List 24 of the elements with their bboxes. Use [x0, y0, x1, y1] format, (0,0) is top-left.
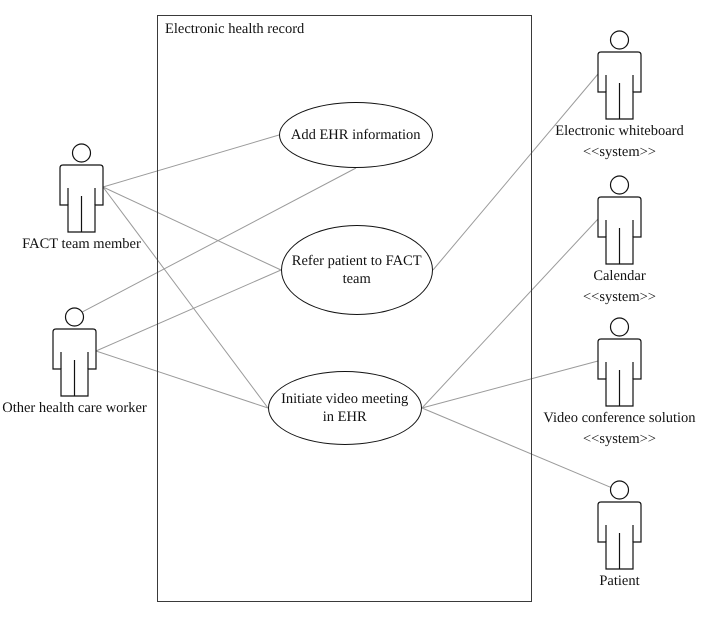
association-line — [102, 186, 268, 408]
use-case-label: Initiate video meeting in EHR — [280, 390, 410, 426]
actor-name: Calendar — [593, 267, 646, 286]
association-line — [96, 270, 282, 352]
actor-name: Patient — [599, 572, 640, 591]
actor-name: Video conference solution — [543, 409, 696, 428]
association-line — [422, 408, 612, 488]
association-line — [102, 134, 280, 188]
actor-stereotype: <<system>> — [583, 430, 656, 449]
boundary-title: Electronic health record — [165, 20, 304, 38]
association-line — [102, 186, 282, 270]
association-line — [96, 350, 268, 408]
actor-name: FACT team member — [22, 235, 141, 254]
use-case-label: Add EHR information — [290, 126, 421, 144]
actor-stereotype: <<system>> — [583, 143, 656, 162]
association-line — [422, 218, 598, 408]
actor-stereotype: <<system>> — [583, 288, 656, 307]
system-boundary — [157, 15, 532, 602]
actor-name: Electronic whiteboard — [555, 122, 684, 141]
association-line — [82, 168, 356, 313]
actor-name: Other health care worker — [2, 399, 147, 418]
association-line — [422, 360, 598, 408]
use-case-label: Refer patient to FACT team — [290, 252, 423, 288]
association-line — [432, 74, 598, 270]
